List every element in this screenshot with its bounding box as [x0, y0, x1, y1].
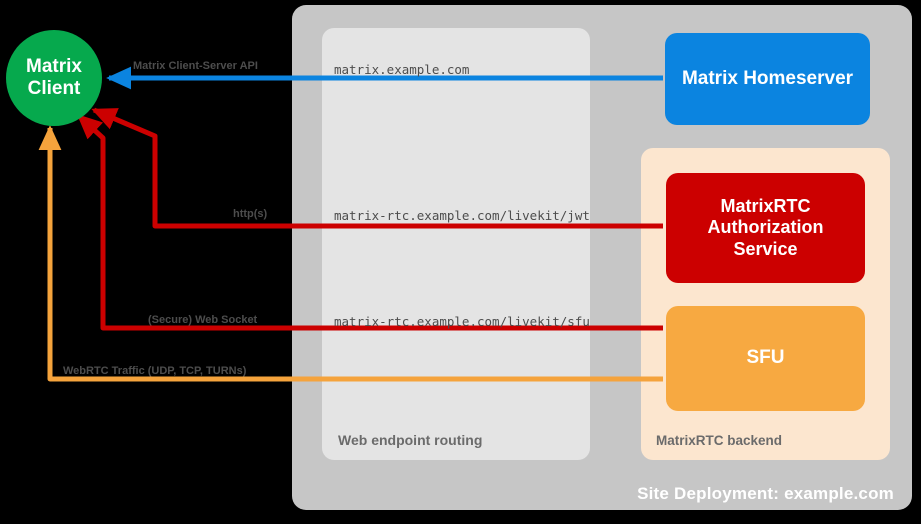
homeserver-label: Matrix Homeserver [681, 67, 854, 89]
edge-label-secure-web-socket: (Secure) Web Socket [148, 314, 258, 326]
matrix-client-label-line1: Matrix [26, 55, 82, 77]
site-deployment-label: Site Deployment: example.com [637, 484, 894, 503]
web-endpoint-routing-label: Web endpoint routing [338, 432, 483, 448]
node-matrix-homeserver[interactable]: Matrix Homeserver [665, 33, 870, 125]
auth-service-label-line1: MatrixRTC [720, 196, 811, 217]
auth-service-label-line2: Authorization [707, 217, 824, 238]
node-sfu[interactable]: SFU [666, 306, 865, 411]
edge-label-webrtc-traffic: WebRTC Traffic (UDP, TCP, TURNs) [63, 365, 247, 377]
url-label-livekit-sfu: matrix-rtc.example.com/livekit/sfu [334, 314, 590, 329]
edge-label-http-s: http(s) [233, 208, 268, 220]
node-matrix-client[interactable]: Matrix Client [6, 30, 102, 126]
edge-label-client-server-api: Matrix Client-Server API [133, 60, 258, 72]
auth-service-label-line3: Service [733, 238, 798, 259]
url-label-livekit-jwt: matrix-rtc.example.com/livekit/jwt [334, 208, 590, 223]
sfu-label: SFU [746, 347, 785, 369]
matrix-client-label-line2: Client [27, 78, 81, 99]
web-endpoint-routing-container: Web endpoint routing [322, 28, 590, 460]
url-label-matrix-example-com: matrix.example.com [334, 62, 470, 77]
node-matrixrtc-authorization-service[interactable]: MatrixRTC Authorization Service [666, 173, 865, 283]
matrixrtc-backend-label: MatrixRTC backend [656, 433, 783, 448]
